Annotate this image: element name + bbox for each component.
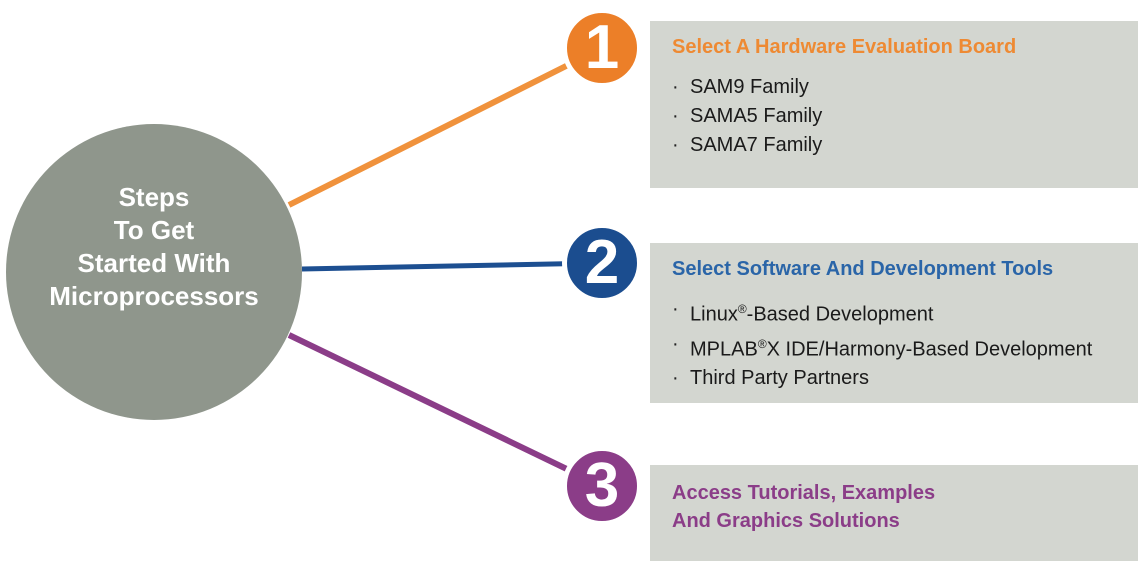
step-item: · Linux®-Based Development — [672, 295, 1128, 330]
step-badge-3: 3 — [562, 446, 642, 526]
connector-line-3 — [287, 332, 604, 489]
hub-title-line: Microprocessors — [49, 281, 259, 311]
step-item: · Third Party Partners — [672, 364, 1128, 393]
step-panel-2: Select Software And Development Tools · … — [650, 243, 1138, 403]
hub-title-line: Started With — [77, 248, 231, 278]
step-item-label: SAMA5 Family — [690, 105, 823, 127]
connector-line-2 — [301, 260, 603, 272]
bullet-dot-icon: · — [672, 76, 679, 98]
step-title-line: Access Tutorials, Examples — [672, 482, 936, 504]
hub-title-line: To Get — [113, 215, 195, 245]
bullet-dot-icon: · — [672, 367, 679, 390]
hub-title-line: Steps — [118, 182, 190, 212]
step-title-2: Select Software And Development Tools — [672, 258, 1054, 280]
step-item-label: MPLAB®X IDE/Harmony-Based Development — [690, 336, 1093, 361]
step-item-list-2: · Linux®-Based Development · MPLAB®X IDE… — [672, 295, 1128, 393]
step-item-label: SAM9 Family — [690, 76, 809, 98]
bullet-dot-icon: · — [672, 332, 679, 355]
bullet-dot-icon: · — [672, 134, 679, 156]
step-badge-2: 2 — [562, 223, 642, 303]
step-title-line: And Graphics Solutions — [672, 510, 900, 532]
bullet-dot-icon: · — [672, 105, 679, 127]
step-item: · SAM9 Family — [672, 73, 1128, 102]
step-panel-3: Access Tutorials, Examples And Graphics … — [650, 465, 1138, 561]
hub-title: Steps To Get Started With Microprocessor… — [49, 181, 259, 313]
step-panel-1: Select A Hardware Evaluation Board · SAM… — [650, 21, 1138, 188]
step-item-label: Linux®-Based Development — [690, 302, 934, 326]
step-title-1: Select A Hardware Evaluation Board — [672, 36, 1017, 58]
step-item: · SAMA7 Family — [672, 131, 1128, 160]
step-number-2: 2 — [584, 228, 620, 297]
step-number-1: 1 — [584, 13, 620, 82]
step-title-3: Access Tutorials, Examples And Graphics … — [672, 479, 1128, 535]
step-item-label: Third Party Partners — [690, 367, 869, 390]
step-item-label: SAMA7 Family — [690, 134, 823, 156]
bullet-dot-icon: · — [672, 298, 679, 320]
step-item-list-1: · SAM9 Family · SAMA5 Family · SAMA7 Fam… — [672, 73, 1128, 160]
connector-line-1 — [287, 45, 604, 208]
step-item: · MPLAB®X IDE/Harmony-Based Development — [672, 330, 1128, 365]
step-item: · SAMA5 Family — [672, 102, 1128, 131]
step-number-3: 3 — [584, 451, 620, 520]
hub-circle: Steps To Get Started With Microprocessor… — [6, 124, 302, 420]
step-badge-1: 1 — [562, 8, 642, 88]
